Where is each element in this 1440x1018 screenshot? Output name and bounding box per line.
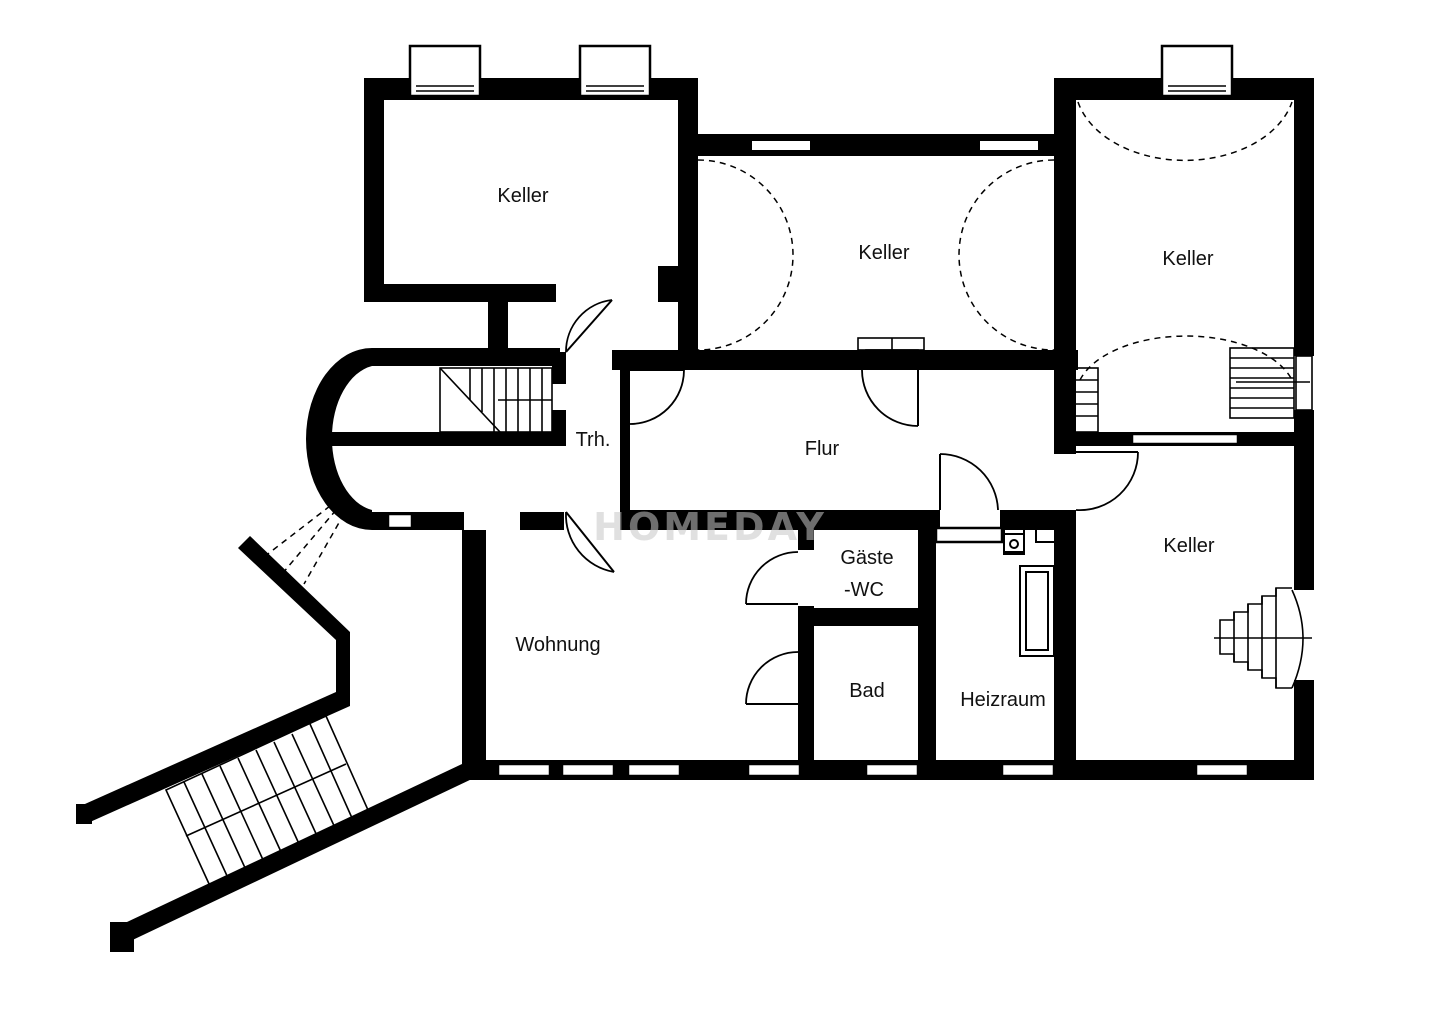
room-label-keller-se: Keller (1163, 535, 1214, 557)
room-label-wohnung: Wohnung (515, 634, 600, 656)
room-label-keller-nw: Keller (497, 185, 548, 207)
fixtures (1003, 519, 1057, 657)
room-label-gaeste-wc-line2: -WC (844, 579, 884, 601)
stairs (164, 337, 1313, 888)
watermark: HOMEDAY (593, 505, 827, 549)
doors (259, 101, 1293, 705)
room-label-heizraum: Heizraum (960, 689, 1046, 711)
room-label-keller-ne: Keller (1162, 248, 1213, 270)
room-label-flur: Flur (805, 438, 840, 460)
room-labels: Keller Keller Keller Trh. Flur Keller Gä… (497, 185, 1214, 711)
room-label-gaeste-wc-line1: Gäste (840, 547, 893, 569)
room-label-keller-mid: Keller (858, 242, 909, 264)
windows (386, 44, 1250, 778)
room-label-bad: Bad (849, 680, 885, 702)
room-label-trh: Trh. (576, 429, 611, 451)
